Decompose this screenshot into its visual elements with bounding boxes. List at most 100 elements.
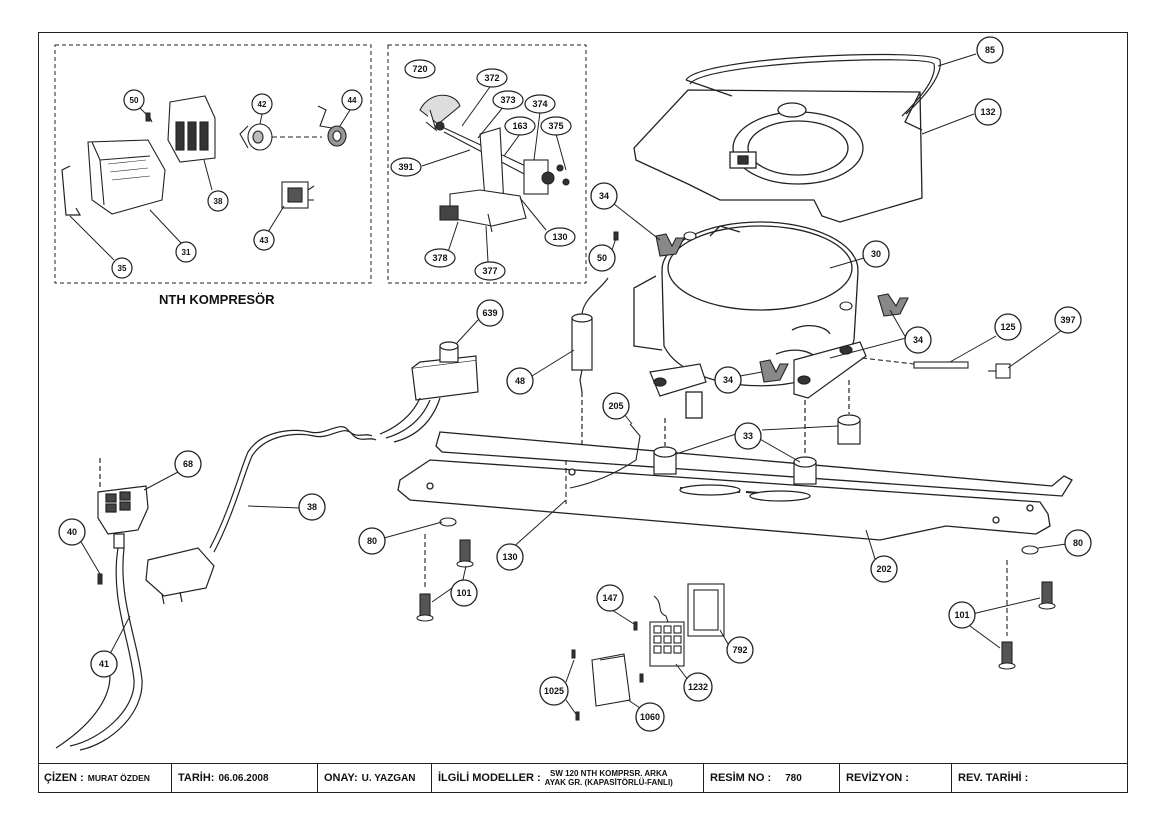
drawn-by-value: MURAT ÖZDEN bbox=[87, 773, 150, 783]
callout-1060: 1060 bbox=[627, 699, 665, 732]
fan-shroud-tray bbox=[633, 89, 923, 223]
svg-text:374: 374 bbox=[532, 99, 547, 109]
svg-text:375: 375 bbox=[548, 121, 563, 131]
svg-text:34: 34 bbox=[599, 191, 609, 201]
callout-374: 374 bbox=[524, 94, 556, 161]
svg-text:48: 48 bbox=[515, 376, 525, 386]
models-line-1: SW 120 NTH KOMPRSR. ARKA bbox=[550, 769, 668, 778]
callout-163: 163 bbox=[503, 116, 536, 157]
socket-cable-part bbox=[55, 547, 143, 751]
callout-378: 378 bbox=[424, 221, 459, 268]
power-cable-part bbox=[209, 426, 377, 553]
revision-cell: REVİZYON : bbox=[840, 764, 952, 792]
callout-372: 372 bbox=[461, 68, 508, 127]
callout-50: 50 bbox=[588, 237, 617, 272]
svg-text:42: 42 bbox=[258, 100, 267, 109]
svg-text:147: 147 bbox=[602, 593, 617, 603]
base-plate-upper bbox=[435, 431, 1073, 497]
svg-text:130: 130 bbox=[502, 552, 517, 562]
inset-title: NTH KOMPRESÖR bbox=[159, 292, 275, 307]
svg-text:38: 38 bbox=[214, 197, 223, 206]
callout-44: 44 bbox=[339, 89, 363, 127]
svg-text:68: 68 bbox=[183, 459, 193, 469]
approved-label: ONAY: bbox=[324, 772, 358, 784]
approved-value: U. YAZGAN bbox=[361, 772, 416, 784]
callout-33: 33 bbox=[675, 422, 839, 463]
svg-text:43: 43 bbox=[260, 236, 269, 245]
svg-text:80: 80 bbox=[367, 536, 377, 546]
small-screws bbox=[571, 621, 644, 721]
models-cell: İLGİLİ MODELLER : SW 120 NTH KOMPRSR. AR… bbox=[432, 764, 704, 792]
svg-text:1060: 1060 bbox=[640, 712, 660, 722]
drawn-by-label: ÇİZEN : bbox=[44, 772, 84, 784]
compressor-clip-bottom bbox=[759, 359, 789, 383]
svg-text:33: 33 bbox=[743, 431, 753, 441]
svg-text:125: 125 bbox=[1000, 322, 1015, 332]
svg-text:40: 40 bbox=[67, 527, 77, 537]
svg-text:50: 50 bbox=[130, 96, 139, 105]
svg-text:720: 720 bbox=[412, 64, 427, 74]
thermal-protector-part bbox=[239, 105, 347, 151]
callout-35: 35 bbox=[69, 215, 133, 279]
callout-639: 639 bbox=[455, 299, 504, 345]
svg-text:35: 35 bbox=[118, 264, 127, 273]
callout-34-right: 34 bbox=[829, 309, 932, 359]
callout-38: 38 bbox=[247, 493, 326, 521]
callout-377: 377 bbox=[474, 225, 506, 281]
svg-text:31: 31 bbox=[182, 248, 191, 257]
screw-40 bbox=[97, 573, 103, 585]
fan-motor-part bbox=[439, 189, 527, 233]
callout-1232: 1232 bbox=[675, 663, 713, 702]
callout-147: 147 bbox=[596, 584, 635, 625]
card-cover-part bbox=[687, 583, 725, 637]
svg-text:44: 44 bbox=[348, 96, 357, 105]
svg-text:101: 101 bbox=[954, 610, 969, 620]
capacitor-part bbox=[571, 277, 609, 454]
ground-wire-part bbox=[565, 423, 641, 504]
callout-720: 720 bbox=[404, 59, 436, 79]
svg-text:373: 373 bbox=[500, 95, 515, 105]
svg-text:34: 34 bbox=[723, 375, 733, 385]
control-card-part bbox=[649, 595, 685, 667]
inset-box-relay-parts bbox=[54, 44, 372, 284]
callout-130: 130 bbox=[496, 499, 567, 571]
rev-date-label: REV. TARİHİ : bbox=[958, 772, 1029, 784]
svg-text:202: 202 bbox=[876, 564, 891, 574]
drawing-no-value: 780 bbox=[785, 772, 802, 784]
callout-48: 48 bbox=[506, 349, 575, 395]
callout-34-bottom: 34 bbox=[714, 366, 763, 394]
compressor-clip-top bbox=[655, 231, 697, 257]
svg-text:34: 34 bbox=[913, 335, 923, 345]
svg-text:30: 30 bbox=[871, 249, 881, 259]
relay-block-part bbox=[147, 95, 216, 163]
models-value: SW 120 NTH KOMPRSR. ARKA AYAK GR. (KAPAS… bbox=[545, 769, 673, 787]
screw-small-50b bbox=[613, 231, 619, 241]
process-pin bbox=[861, 357, 969, 369]
svg-text:50: 50 bbox=[597, 253, 607, 263]
svg-text:377: 377 bbox=[482, 266, 497, 276]
socket-housing-part bbox=[97, 458, 149, 549]
models-label: İLGİLİ MODELLER : bbox=[438, 772, 541, 784]
callout-40: 40 bbox=[58, 518, 101, 575]
compressor-clip-right bbox=[839, 293, 909, 317]
callout-38-inset: 38 bbox=[203, 159, 229, 212]
callout-50-inset: 50 bbox=[123, 89, 147, 115]
cap-nut bbox=[988, 363, 1011, 379]
callout-43: 43 bbox=[253, 205, 285, 251]
revision-label: REVİZYON : bbox=[846, 772, 909, 784]
rev-date-cell: REV. TARİHİ : bbox=[952, 764, 1128, 792]
wire-bail-part bbox=[685, 53, 941, 117]
approved-cell: ONAY: U. YAZGAN bbox=[318, 764, 432, 792]
svg-text:391: 391 bbox=[398, 162, 413, 172]
callout-85: 85 bbox=[937, 36, 1004, 67]
power-plug-part bbox=[145, 547, 215, 605]
callout-397: 397 bbox=[1007, 306, 1082, 369]
callout-375: 375 bbox=[540, 116, 572, 171]
svg-text:205: 205 bbox=[608, 401, 623, 411]
inset-box-fan-motor bbox=[387, 44, 587, 284]
rubber-grommets bbox=[653, 380, 861, 485]
callout-792: 792 bbox=[719, 629, 754, 664]
svg-text:80: 80 bbox=[1073, 538, 1083, 548]
callout-42: 42 bbox=[251, 93, 273, 125]
callout-80-left: 80 bbox=[358, 521, 443, 555]
